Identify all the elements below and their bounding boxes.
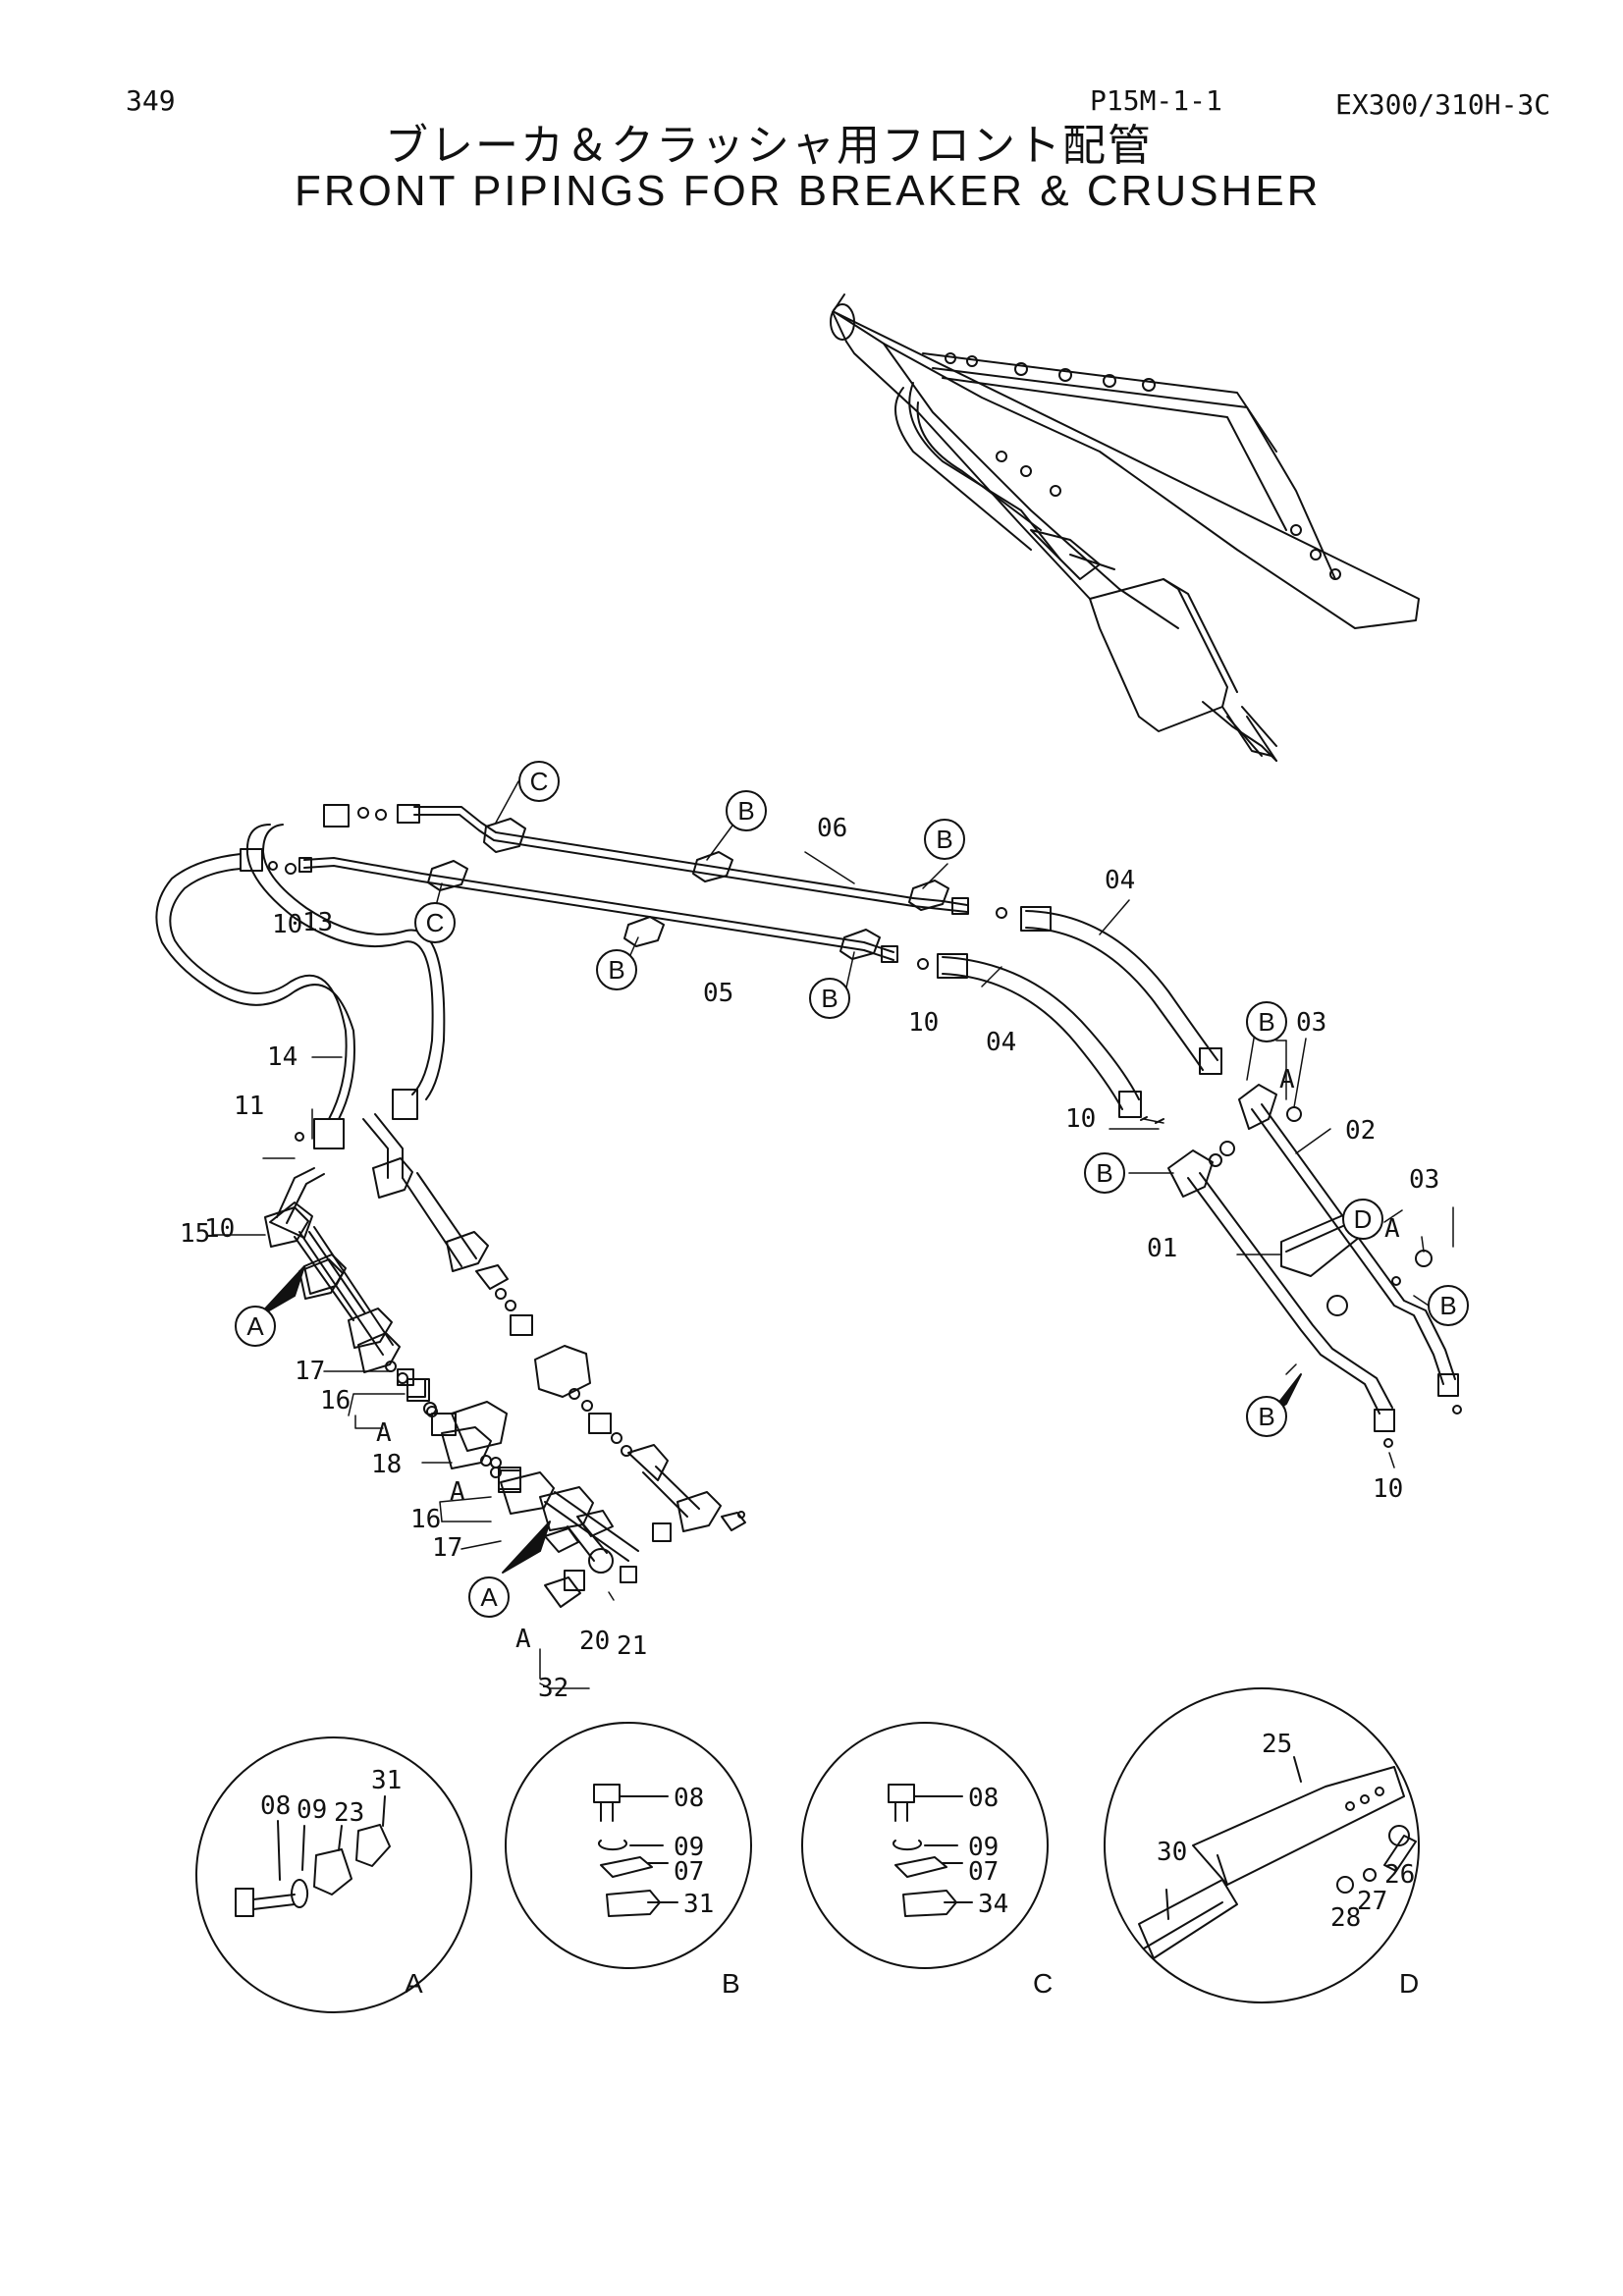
pipe-06 xyxy=(413,806,1007,919)
pipe-clamps xyxy=(427,818,949,960)
label-a-3: A xyxy=(376,1418,392,1448)
label-03-upper: 03 xyxy=(1296,1008,1326,1038)
detail-d-label-26: 26 xyxy=(1384,1860,1415,1890)
hose-04-upper xyxy=(1020,906,1222,1075)
label-04-lower: 04 xyxy=(986,1028,1016,1057)
label-10-top: 10 xyxy=(272,910,302,939)
label-a-4: A xyxy=(450,1477,465,1507)
callout-b-7: B xyxy=(1439,1291,1456,1320)
label-10-bottom: 10 xyxy=(1373,1474,1403,1504)
detail-a-label-23: 23 xyxy=(334,1798,364,1828)
detail-c-label-34: 34 xyxy=(978,1890,1008,1919)
detail-d-label-28: 28 xyxy=(1330,1903,1361,1933)
detail-a-name: A xyxy=(405,1968,423,1999)
label-11: 11 xyxy=(234,1092,264,1121)
detail-d-name: D xyxy=(1399,1968,1419,1999)
callout-circles xyxy=(235,761,1469,1618)
callout-b-6: B xyxy=(1096,1158,1112,1188)
detail-a-label-31: 31 xyxy=(371,1766,402,1795)
callout-letters: C C B B B B B B B B D A A xyxy=(246,767,1456,1612)
bracket-d xyxy=(1280,1211,1361,1277)
label-10-left: 10 xyxy=(204,1214,235,1244)
detail-c-name: C xyxy=(1033,1968,1053,1999)
label-01: 01 xyxy=(1147,1234,1177,1263)
label-10-right: 10 xyxy=(1065,1104,1096,1134)
leader-lines xyxy=(213,780,1454,1689)
title-japanese: ブレーカ＆クラッシャ用フロント配管 xyxy=(385,121,1153,171)
title-english: FRONT PIPINGS FOR BREAKER & CRUSHER xyxy=(295,167,1322,215)
pipe-01 xyxy=(1167,1149,1395,1448)
figure-code: P15M-1-1 xyxy=(1090,84,1222,117)
hose-11 xyxy=(245,804,446,1120)
callout-d-1: D xyxy=(1354,1204,1373,1234)
label-16-upper: 16 xyxy=(320,1386,351,1415)
label-17-upper: 17 xyxy=(295,1357,325,1386)
callout-b-1: B xyxy=(737,796,754,826)
hose-04-lower xyxy=(937,953,1142,1118)
detail-b-label-31: 31 xyxy=(683,1890,714,1919)
detail-circle-b xyxy=(505,1722,752,1969)
label-10-mid: 10 xyxy=(908,1008,939,1038)
detail-circle-d xyxy=(1104,1687,1420,2003)
label-14: 14 xyxy=(267,1042,298,1072)
callout-a-2: A xyxy=(480,1582,498,1612)
machine-overview-illustration xyxy=(830,294,1420,762)
label-20: 20 xyxy=(579,1627,610,1656)
label-05: 05 xyxy=(703,979,733,1008)
label-a-2: A xyxy=(1384,1214,1400,1244)
label-13: 13 xyxy=(302,908,333,937)
part-number-labels: 06 04 04 05 10 13 10 10 10 10 03 03 02 0… xyxy=(180,814,1439,1703)
detail-d-label-30: 30 xyxy=(1157,1838,1187,1867)
callout-b-2: B xyxy=(936,825,952,854)
label-21: 21 xyxy=(617,1631,647,1661)
label-a-1: A xyxy=(1279,1065,1295,1095)
top-left-fittings xyxy=(268,804,420,875)
callout-c-1: C xyxy=(530,767,549,796)
callout-b-4: B xyxy=(821,984,838,1013)
label-04-upper: 04 xyxy=(1105,866,1135,895)
model-code: EX300/310H-3C xyxy=(1335,88,1551,121)
label-16-lower: 16 xyxy=(410,1505,441,1534)
detail-d-label-25: 25 xyxy=(1262,1730,1292,1759)
label-18: 18 xyxy=(371,1450,402,1479)
mid-pipe-assembly xyxy=(362,1113,746,1542)
label-17-lower: 17 xyxy=(432,1533,462,1563)
label-02: 02 xyxy=(1345,1116,1376,1146)
detail-a-label-09: 09 xyxy=(297,1795,327,1825)
detail-c-label-07: 07 xyxy=(968,1857,999,1887)
label-32: 32 xyxy=(538,1674,568,1703)
detail-b-label-08: 08 xyxy=(674,1784,704,1813)
detail-b-label-09: 09 xyxy=(674,1833,704,1862)
detail-d-label-27: 27 xyxy=(1357,1887,1387,1916)
callout-b-3: B xyxy=(608,955,624,985)
label-03-lower: 03 xyxy=(1409,1165,1439,1195)
detail-c-label-09: 09 xyxy=(968,1833,999,1862)
detail-b-label-07: 07 xyxy=(674,1857,704,1887)
label-a-5: A xyxy=(515,1625,531,1654)
detail-c-label-08: 08 xyxy=(968,1784,999,1813)
callout-c-2: C xyxy=(426,908,445,937)
page-number: 349 xyxy=(126,84,176,117)
callout-a-1: A xyxy=(246,1311,264,1341)
label-15: 15 xyxy=(180,1219,210,1249)
detail-a-label-08: 08 xyxy=(260,1791,291,1821)
detail-b-name: B xyxy=(722,1968,740,1999)
detail-labels: 08 09 23 31 A 08 09 07 31 B 08 09 07 34 … xyxy=(260,1730,1419,1999)
detail-circle-a xyxy=(195,1736,472,2013)
detail-circle-c xyxy=(801,1722,1049,1969)
callout-b-8: B xyxy=(1258,1402,1274,1431)
label-06: 06 xyxy=(817,814,847,843)
callout-b-5: B xyxy=(1258,1007,1274,1037)
